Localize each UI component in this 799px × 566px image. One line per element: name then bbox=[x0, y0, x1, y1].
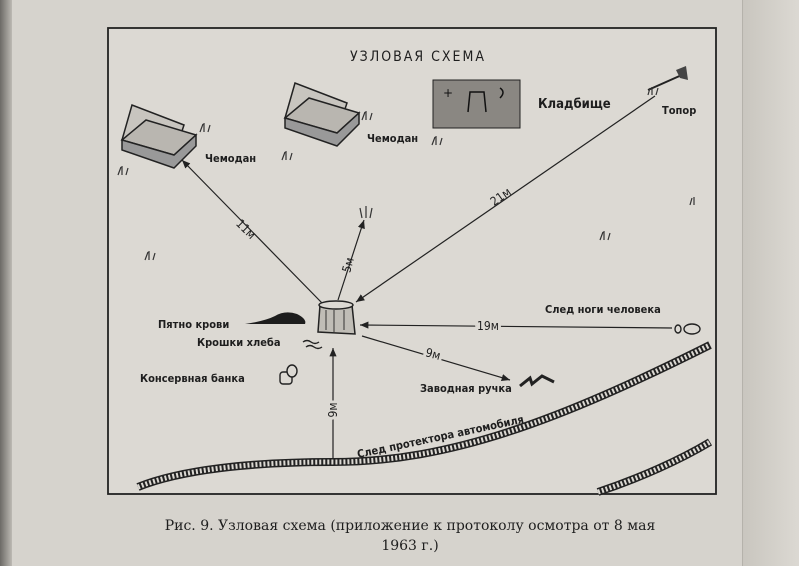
tin-can-icon bbox=[279, 364, 298, 385]
caption-line-2: 1963 г.) bbox=[381, 538, 439, 554]
suitcase-2-label: Чемодан bbox=[367, 132, 418, 145]
cemetery-icon: + bbox=[432, 79, 521, 129]
distance-grass: 5м bbox=[339, 256, 356, 274]
distance-line-grass bbox=[337, 219, 365, 301]
distance-line-footprint bbox=[359, 321, 673, 329]
suitcase-icon bbox=[283, 82, 361, 147]
svg-text:+: + bbox=[443, 86, 453, 100]
axe-label: Топор bbox=[662, 104, 696, 117]
bread-crumbs-label: Крошки хлеба bbox=[197, 336, 281, 349]
tin-can-label: Консервная банка bbox=[140, 372, 245, 385]
book-gutter bbox=[0, 0, 12, 566]
crank-handle-label: Заводная ручка bbox=[420, 382, 512, 395]
tree-stump-icon bbox=[317, 300, 356, 335]
diagram-title: УЗЛОВАЯ СХЕМА bbox=[350, 49, 486, 65]
distance-tire-track: 9м bbox=[326, 402, 340, 417]
caption-line-1: Рис. 9. Узловая схема (приложение к прот… bbox=[164, 518, 656, 534]
distance-footprint: 19м bbox=[477, 319, 499, 333]
blood-stain-label: Пятно крови bbox=[158, 318, 229, 331]
page-edge bbox=[742, 0, 799, 566]
distance-line-suitcase bbox=[181, 159, 323, 304]
figure-caption: Рис. 9. Узловая схема (приложение к прот… bbox=[110, 516, 710, 556]
distance-line-axe bbox=[355, 95, 656, 303]
footprint-icon bbox=[674, 323, 701, 335]
bread-crumbs-icon bbox=[302, 339, 323, 350]
suitcase-icon bbox=[120, 104, 198, 169]
footprint-label: След ноги человека bbox=[545, 303, 661, 316]
diagram-frame bbox=[107, 27, 717, 495]
crank-handle-icon bbox=[519, 374, 555, 388]
distance-line-crank bbox=[361, 335, 511, 382]
grass-icons bbox=[117, 87, 695, 261]
suitcase-1-label: Чемодан bbox=[205, 152, 256, 165]
cemetery-label: Кладбище bbox=[538, 97, 611, 112]
axe-icon bbox=[647, 66, 688, 91]
blood-stain-icon bbox=[245, 312, 306, 324]
